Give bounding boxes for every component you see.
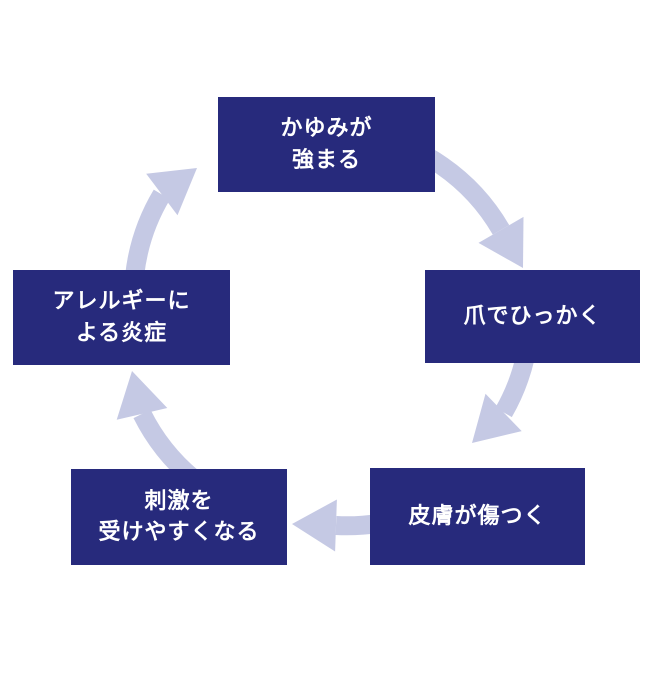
node-skin-gets-damaged: 皮膚が傷つく	[370, 468, 585, 565]
node-allergic-inflammation: アレルギーに よる炎症	[13, 270, 230, 365]
arrow-scratch-to-damage-icon	[472, 355, 535, 443]
node-itch-intensifies: かゆみが 強まる	[218, 97, 435, 192]
arrow-allergy-to-itch-icon	[125, 168, 197, 277]
arrow-damage-to-sensitive-icon	[292, 499, 381, 552]
node-scratch-with-nails: 爪でひっかく	[425, 270, 640, 363]
node-sensitive-to-irritation: 刺激を 受けやすくなる	[71, 469, 287, 565]
arrow-sensitive-to-allergy-icon	[116, 371, 200, 486]
